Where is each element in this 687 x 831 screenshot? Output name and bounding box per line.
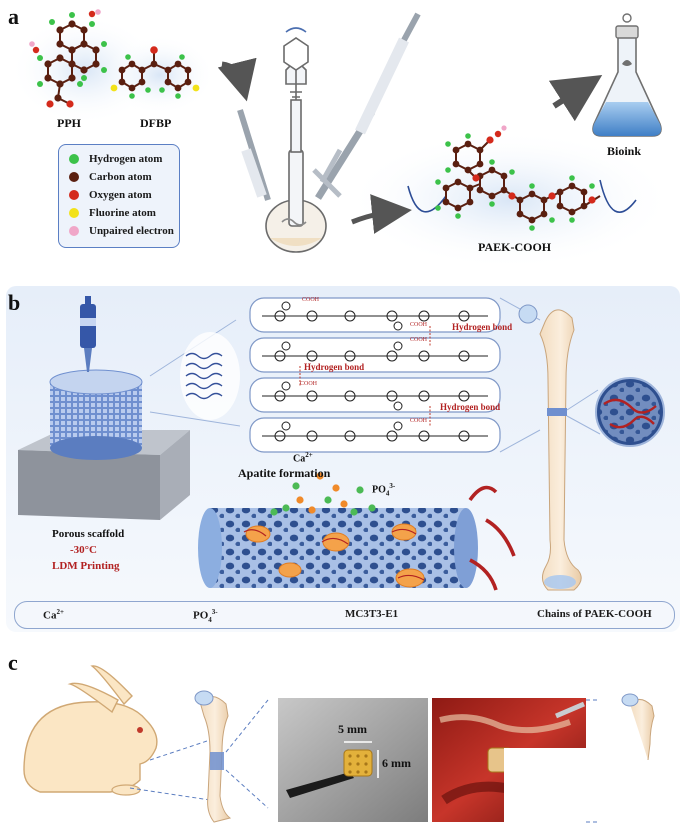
legend-ca-base: Ca (43, 609, 57, 622)
hbond-label-2: Hydrogen bond (304, 362, 365, 372)
porous-scaffold-label: Porous scaffold (52, 528, 125, 540)
legend-hydrogen-label: Hydrogen atom (89, 153, 163, 165)
ldm-printing-label: LDM Printing (52, 560, 120, 572)
rabbit-femur-right (621, 693, 655, 761)
arrow-to-reactor (217, 57, 257, 102)
apatite-ions (270, 472, 376, 516)
scale-width-label: 5 mm (338, 722, 367, 736)
legend-carbon-label: Carbon atom (89, 171, 152, 183)
zoom-lines-rabbit (129, 739, 211, 801)
hbond-label-3: Hydrogen bond (440, 402, 501, 412)
ca-ion-label: Ca2+ (293, 451, 313, 464)
legend-cell: MC3T3-E1 (345, 608, 399, 620)
carbon-atom-icon (69, 172, 79, 182)
panel-label-b: b (8, 290, 21, 315)
monomer-dfbp-label: DFBP (140, 116, 172, 130)
panel-a (10, 9, 675, 270)
chains-illustration (185, 352, 223, 400)
reaction-apparatus (237, 12, 421, 253)
bioink-label: Bioink (607, 144, 642, 158)
cooh-label-5: COOH (410, 418, 428, 424)
implant-photo-content (286, 741, 379, 798)
bioink-flask (592, 13, 662, 137)
cooh-label-2: COOH (410, 322, 428, 328)
panel-c (23, 665, 687, 831)
product-glow (345, 130, 675, 270)
oxygen-atom-icon (69, 190, 79, 200)
monomer-pph-label: PPH (57, 116, 81, 130)
panel-b-background (6, 286, 680, 632)
panel-b-legend: Ca2+ PO43- MC3T3-E1 Chains of PAEK-COOH (14, 601, 675, 629)
rabbit-femur (194, 690, 232, 823)
arrow-to-product (351, 194, 412, 234)
rotation-arrow (285, 27, 307, 33)
legend-ca: Ca2+ (43, 608, 64, 622)
print-nozzle (80, 296, 96, 372)
legend-unpaired-label: Unpaired electron (89, 225, 174, 237)
cooh-label-1: COOH (302, 297, 320, 303)
legend-fluorine: Fluorine atom (69, 207, 156, 219)
hydrogen-atom-icon (69, 154, 79, 164)
legend-po4-sub: 4 (208, 615, 212, 624)
legend-oxygen: Oxygen atom (69, 189, 152, 201)
panel-label-c: c (8, 650, 18, 675)
legend-chains: Chains of PAEK-COOH (537, 608, 652, 620)
femur-bone (518, 304, 582, 591)
legend-oxygen-label: Oxygen atom (89, 189, 152, 201)
tissue-cylinder (198, 485, 516, 591)
po4-ion-base: PO (372, 484, 386, 496)
zoom-lines-photo (586, 699, 600, 823)
panel-b (18, 296, 665, 623)
scale-height-label: 6 mm (382, 756, 411, 770)
porous-scaffold (49, 369, 143, 460)
legend-fluorine-label: Fluorine atom (89, 207, 156, 219)
cooh-label-3: COOH (410, 337, 428, 343)
hbond-label-1: Hydrogen bond (452, 322, 513, 332)
ca-ion-charge: 2+ (305, 451, 313, 459)
atom-legend: Hydrogen atom Carbon atom Oxygen atom Fl… (58, 144, 180, 248)
apatite-formation-label: Apatite formation (238, 466, 331, 480)
paek-cooh-molecule (407, 125, 637, 231)
po4-ion-label: PO43- (372, 482, 395, 497)
panel-label-a: a (8, 4, 19, 29)
chain-boxes (249, 297, 501, 453)
legend-po4-base: PO (193, 609, 209, 622)
unpaired-electron-icon (69, 226, 79, 236)
legend-unpaired: Unpaired electron (69, 225, 174, 237)
cooh-label-4: COOH (300, 381, 318, 387)
zoom-lines-femur (225, 699, 269, 809)
bone-porous-zoom (595, 377, 665, 447)
legend-hydrogen: Hydrogen atom (69, 153, 163, 165)
temperature-label: -30°C (70, 544, 98, 556)
fluorine-atom-icon (69, 208, 79, 218)
rabbit-illustration (23, 665, 158, 796)
po4-ion-charge: 3- (389, 482, 396, 490)
arrow-to-bioink (548, 75, 603, 122)
dfbp-atoms (110, 46, 200, 99)
legend-po4-charge: 3- (211, 608, 218, 616)
photo-mask (504, 748, 687, 831)
po4-ion-sub: 4 (385, 489, 390, 498)
ca-ion-base: Ca (293, 453, 306, 465)
legend-po4: PO43- (193, 608, 218, 624)
pph-atoms (29, 9, 107, 108)
legend-ca-charge: 2+ (56, 608, 64, 616)
zoom-lines-bone (566, 389, 601, 435)
product-label: PAEK-COOH (478, 240, 552, 254)
legend-carbon: Carbon atom (69, 171, 152, 183)
